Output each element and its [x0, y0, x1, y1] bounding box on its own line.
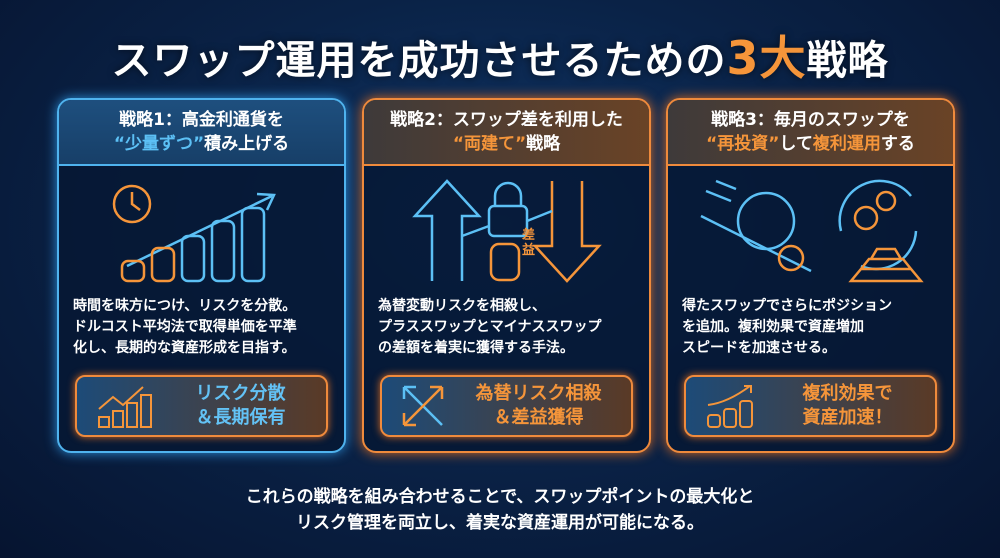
card-description: 為替変動リスクを相殺し、プラススワップとマイナススワップの差額を着実に獲得する手…	[378, 298, 602, 356]
clock-coins-growth-icon	[59, 166, 344, 296]
growth-coins-icon	[707, 385, 753, 428]
lock-arrows-icon: 差益	[364, 166, 649, 296]
card-badge: 為替リスク相殺＆差益獲得	[380, 375, 633, 437]
strategy-card-2: 戦略2：スワップ差を利用した “両建て”戦略 差益 為替変動リスクを相殺し、プラ…	[362, 98, 651, 453]
snowball-cycle-icon	[668, 166, 953, 296]
card-header: 戦略3：毎月のスワップを “再投資”して複利運用する	[668, 100, 953, 166]
strategy-card-3: 戦略3：毎月のスワップを “再投資”して複利運用する 得たスワップでさらにポジシ…	[666, 98, 955, 453]
card-badge: リスク分散＆長期保有	[75, 375, 328, 437]
growth-coins-icon	[98, 386, 152, 428]
strategy-card-1: 戦略1：高金利通貨を “少量ずつ”積み上げる 時間を味方につけ、リスクを分散。ド…	[57, 98, 346, 453]
card-header: 戦略2：スワップ差を利用した “両建て”戦略	[364, 100, 649, 166]
cross-arrows-icon	[402, 385, 444, 427]
card-header: 戦略1：高金利通貨を “少量ずつ”積み上げる	[59, 100, 344, 166]
card-description: 時間を味方につけ、リスクを分散。ドルコスト平均法で取得単価を平準化し、長期的な資…	[73, 298, 297, 356]
summary-text: これらの戦略を組み合わせることで、スワップポイントの最大化とリスク管理を両立し、…	[245, 487, 755, 533]
card-description: 得たスワップでさらにポジションを追加。複利効果で資産増加スピードを加速させる。	[682, 298, 892, 356]
page-title: スワップ運用を成功させるための3大戦略	[111, 31, 889, 85]
profit-label: 差益	[522, 228, 536, 258]
card-badge: 複利効果で資産加速！	[684, 375, 937, 437]
